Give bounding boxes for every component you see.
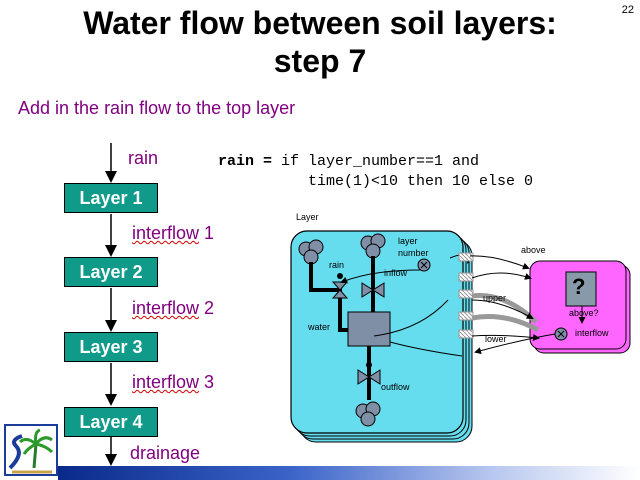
equation-rhs-line-1: if layer_number==1 and [272,153,480,170]
lower-band [471,314,540,333]
drainage-label: drainage [130,443,201,463]
title-line-1: Water flow between soil layers: [83,5,557,41]
inflow-valve-left [361,282,374,298]
layer-number-label-1: layer [398,236,418,246]
rain-cloud-icon [298,239,324,265]
interflow-variable-label: interflow [575,328,609,338]
rain-valve-bottom [331,289,349,299]
above-label: above [521,245,546,255]
equation-rhs-line-2: time(1)<10 then 10 else 0 [308,173,534,190]
layer-number-to-rain-link [340,269,421,284]
layer-2-box: Layer 2 [64,257,158,287]
above-query-label: above? [569,308,599,318]
upper-label: upper [483,293,507,303]
footer-gradient-bar [58,466,640,480]
outflow-valve-right [368,369,381,385]
equation-lhs: rain = [218,153,273,170]
slide-number: 22 [621,4,634,16]
outflow-label: outflow [381,382,410,392]
palm-tree-logo [4,424,58,476]
inflow-cloud-icon [360,233,386,259]
slide-title: Water flow between soil layers: step 7 [0,4,640,80]
layer-4-box: Layer 4 [64,407,158,437]
slide-subtitle: Add in the rain flow to the top layer [18,98,296,118]
submodel-label: Layer [296,212,319,222]
layer-number-label-2: number [398,248,429,258]
interflow-2-label: interflow 2 [132,298,215,318]
water-to-upper-link [373,299,449,337]
lower-label: lower [485,334,507,344]
above-link [469,255,530,270]
inflow-label: inflow [384,268,408,278]
rain-valve-top [331,281,349,291]
water-label: water [308,322,331,332]
above-query-box [565,271,597,307]
layer-3-box: Layer 3 [64,332,158,362]
question-mark-icon: ? [572,274,586,299]
interflow-3-label: interflow 3 [132,372,215,392]
title-line-2: step 7 [273,43,367,79]
interflow-link [474,333,556,355]
rain-flow-label: rain [329,260,345,270]
layer-1-box: Layer 1 [64,183,158,213]
outflow-valve-left [357,369,370,385]
outflow-cloud-icon [355,401,381,427]
rain-equation: rain = if layer_number==1 and time(1)<10… [218,152,533,192]
rain-label: rain [128,148,159,168]
water-to-lower-link [389,341,463,357]
water-stock [347,311,391,347]
inflow-valve-right [372,282,385,298]
interflow-1-label: interflow 1 [132,223,215,243]
